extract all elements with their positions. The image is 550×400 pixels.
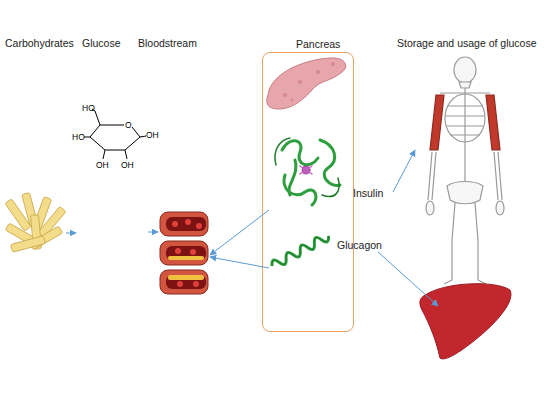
pancreas-organ: [267, 58, 346, 109]
blood-cell: [190, 249, 196, 255]
plaque: [168, 256, 204, 260]
vessel-wall: [160, 270, 208, 294]
bond: [140, 136, 146, 137]
bond: [105, 150, 125, 151]
legs: [452, 203, 478, 280]
flow-arrow: [210, 257, 269, 268]
protein-coil: [322, 178, 339, 196]
jaw: [459, 82, 471, 88]
illustration-node: Insulin: [269, 131, 393, 219]
protein-ribbon: [289, 160, 296, 195]
bond: [90, 137, 105, 150]
bond: [125, 150, 127, 159]
pasta-illustration: [5, 193, 66, 253]
bond: [95, 111, 100, 125]
upper-arm-muscle: [430, 95, 444, 150]
node-label: Bloodstream: [138, 37, 197, 49]
glucose-molecule: [84, 109, 146, 159]
protein-ribbon: [320, 140, 340, 185]
atom-label: O: [125, 120, 132, 130]
node-label: Glucagon: [337, 239, 382, 251]
atom-label: OH: [146, 130, 159, 140]
penne: [11, 236, 46, 253]
forearm: [428, 152, 436, 200]
pelvis: [447, 182, 483, 204]
tissue-texture: [331, 62, 335, 66]
protein-coil: [275, 138, 290, 165]
pancreas-shape: [267, 58, 346, 109]
glucagon-peptide: [270, 232, 331, 270]
blood-vessels: [160, 212, 208, 294]
ribs: [446, 106, 484, 135]
skull: [454, 57, 476, 83]
illustration-node: Carbohydrates: [2, 36, 66, 256]
illustration-node: Glucagon: [269, 225, 383, 287]
blood-cell: [196, 223, 202, 229]
atom-label: HO: [72, 132, 85, 142]
atom-label: OH: [96, 160, 109, 170]
vessel-lumen: [166, 246, 206, 260]
organ-box: PancreasInsulinGlucagon: [262, 52, 354, 332]
plaque: [168, 275, 204, 280]
vessel-wall: [160, 241, 208, 265]
node-label: Storage and usage of glucose: [397, 37, 537, 49]
insulin-protein: [275, 138, 340, 205]
tissue-texture: [291, 99, 294, 102]
blood-cell: [193, 281, 199, 287]
node-label: Insulin: [353, 187, 383, 199]
ribcage: [445, 94, 485, 142]
tissue-texture: [298, 80, 302, 84]
leader-arrow: [378, 252, 438, 306]
blood-cell: [175, 248, 181, 254]
upper-arm-muscle: [486, 95, 500, 150]
forearm: [494, 152, 502, 200]
illustration-node: Bloodstream: [158, 36, 210, 304]
liver: [420, 284, 511, 359]
node-label: Pancreas: [296, 38, 340, 50]
bond: [100, 125, 124, 126]
bond: [84, 137, 90, 138]
tissue-texture: [316, 70, 320, 74]
protein-ribbon: [282, 141, 318, 165]
vessel-lumen: [166, 217, 206, 231]
vessel-wall: [160, 212, 208, 236]
hand: [426, 201, 434, 215]
vessel-lumen: [166, 275, 206, 289]
bond: [90, 125, 100, 137]
blood-cell: [172, 221, 178, 227]
flow-arrow: [393, 150, 415, 192]
tissue-texture: [283, 93, 287, 97]
flow-arrow: [148, 232, 158, 233]
helix-edge: [270, 232, 331, 270]
hand: [496, 201, 504, 215]
helix: [270, 232, 331, 270]
illustration-node: Glucose: [76, 36, 148, 236]
bond: [132, 127, 140, 137]
node-label: Carbohydrates: [5, 37, 74, 49]
bond: [103, 150, 105, 159]
atom-label: HO: [82, 103, 95, 113]
zinc-center: [300, 166, 312, 174]
blood-cell: [185, 219, 191, 225]
node-label: Glucose: [82, 37, 121, 49]
bond: [125, 137, 140, 150]
blood-cell: [177, 281, 183, 287]
flow-arrow: [210, 210, 269, 255]
atom-label: OH: [121, 160, 134, 170]
flow-arrow: [66, 233, 76, 234]
illustration-node: Storage and usage of glucose: [415, 36, 540, 292]
spine: [464, 88, 465, 188]
skeleton: [426, 57, 504, 284]
